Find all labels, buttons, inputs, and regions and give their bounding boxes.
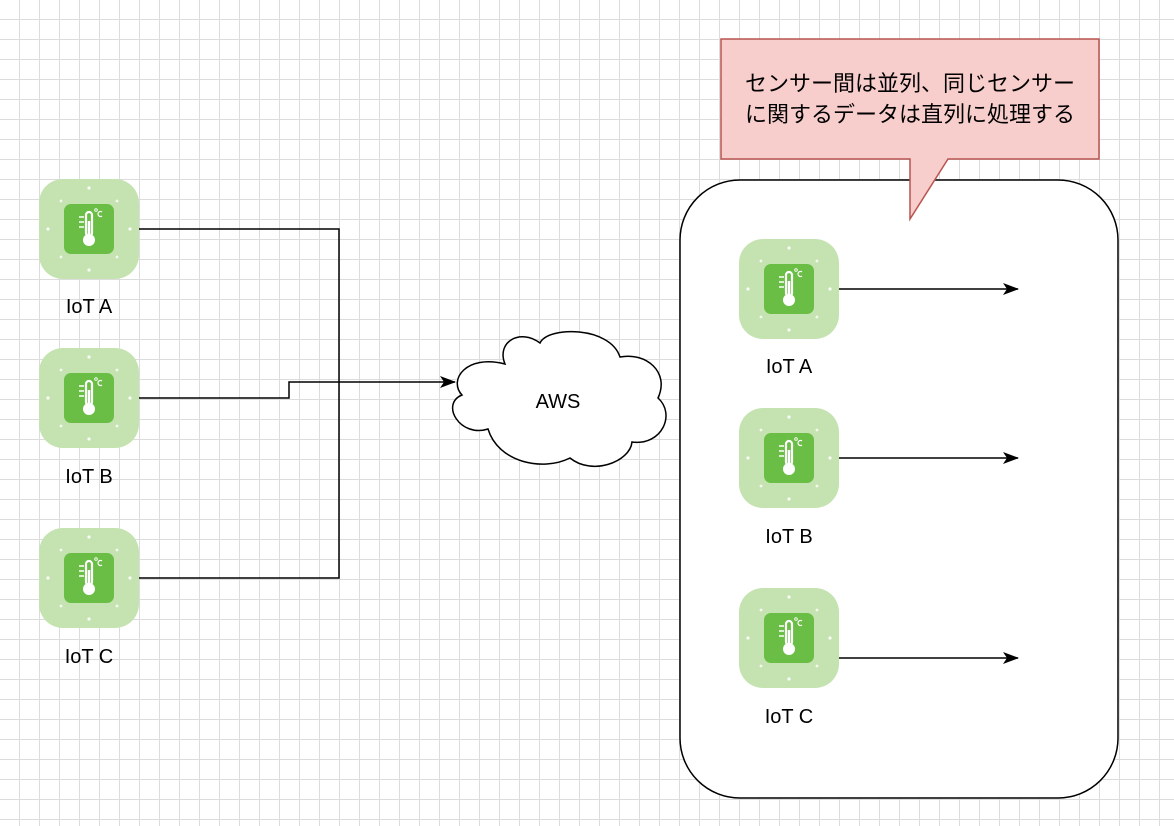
thermometer-icon: [737, 237, 841, 341]
cloud-label: AWS: [536, 391, 581, 413]
thermometer-icon: [37, 177, 141, 281]
sensor-label: IoT C: [765, 706, 814, 728]
thermometer-icon: [37, 526, 141, 630]
sensor-label: IoT B: [765, 526, 812, 548]
source-sensor-iot-a: IoT A: [37, 177, 141, 318]
sensor-label: IoT A: [766, 356, 813, 378]
aws-cloud: AWS: [451, 330, 667, 468]
sensor-label: IoT C: [65, 646, 114, 668]
callout-line-2: に関するデータは直列に処理する: [745, 103, 1075, 128]
sensor-label: IoT B: [65, 466, 112, 488]
source-sensor-iot-b: IoT B: [37, 346, 141, 488]
processing-sensor-iot-b: IoT B: [737, 406, 841, 548]
sensor-label: IoT A: [66, 296, 113, 318]
processing-sensor-iot-a: IoT A: [737, 237, 841, 378]
source-sensor-iot-c: IoT C: [37, 526, 141, 668]
thermometer-icon: [737, 406, 841, 510]
processing-sensor-iot-c: IoT C: [737, 586, 841, 728]
connector-iot-a-to-aws: [139, 228, 340, 382]
callout-line-1: センサー間は並列、同じセンサー: [745, 72, 1075, 97]
connector-iot-c-to-aws: [139, 382, 340, 579]
thermometer-icon: [37, 346, 141, 450]
callout-shape: [720, 38, 1100, 222]
callout-note: センサー間は並列、同じセンサー に関するデータは直列に処理する: [720, 38, 1100, 222]
connector-iot-b-to-aws: [139, 376, 456, 399]
thermometer-icon: [737, 586, 841, 690]
cloud-shape: [451, 330, 667, 468]
